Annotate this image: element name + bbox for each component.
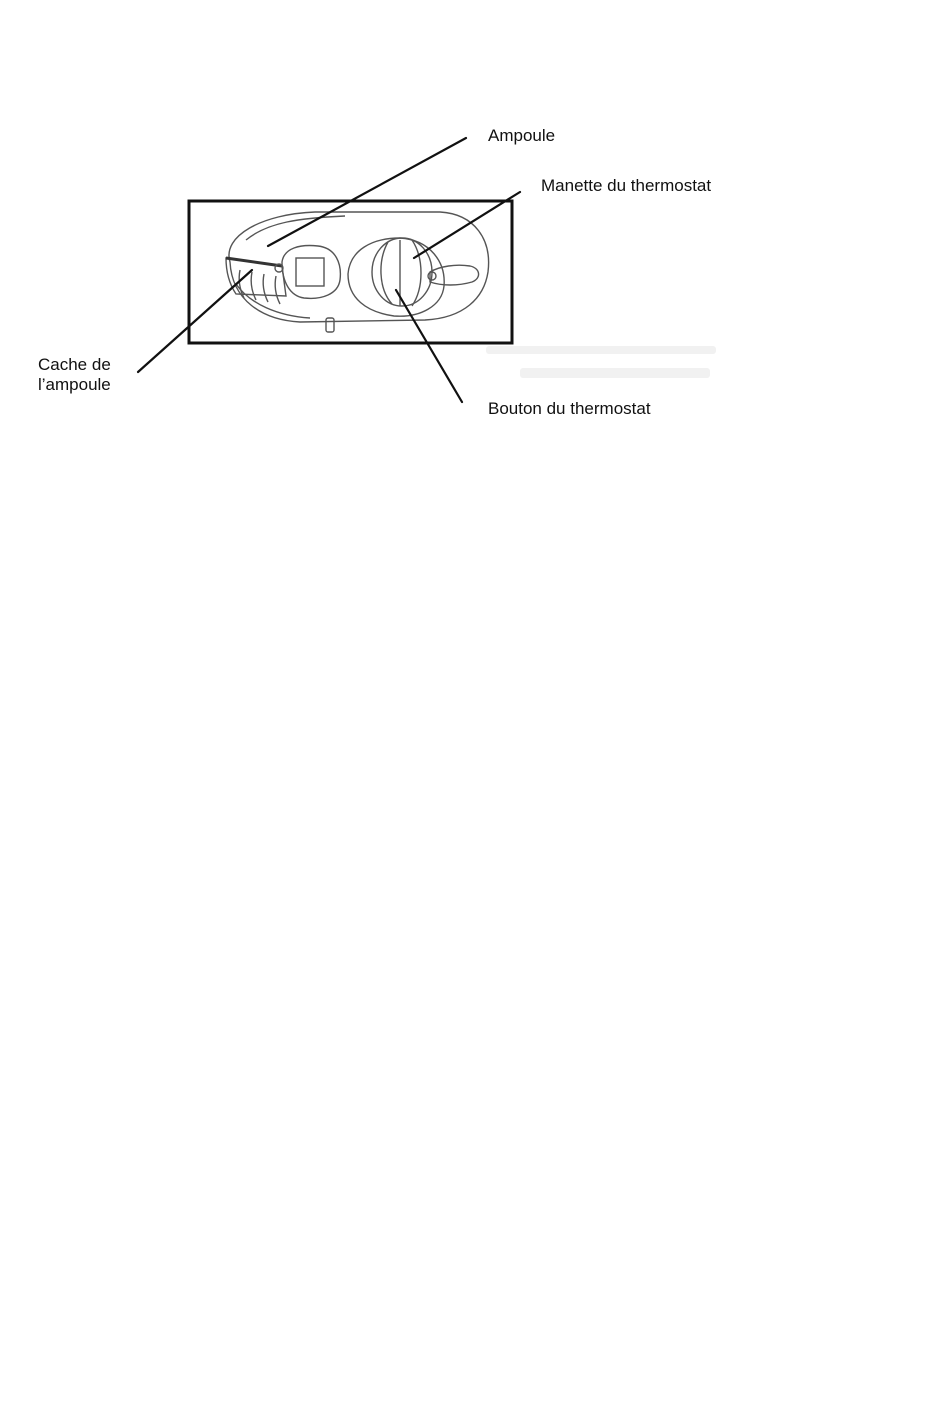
label-manette-thermostat: Manette du thermostat bbox=[541, 176, 711, 196]
label-ampoule: Ampoule bbox=[488, 126, 555, 146]
leader-lines bbox=[138, 138, 520, 402]
thermostat-housing bbox=[229, 212, 489, 322]
bulb-square bbox=[296, 258, 324, 286]
vent-slot bbox=[275, 276, 280, 304]
thermostat-lever bbox=[428, 265, 479, 285]
thermostat-knob bbox=[372, 238, 432, 306]
label-cache-line1: Cache de bbox=[38, 355, 111, 375]
leader-bouton bbox=[396, 290, 462, 402]
vent-slot bbox=[251, 272, 256, 300]
leader-cache bbox=[138, 270, 252, 372]
leader-ampoule bbox=[268, 138, 466, 246]
vent-slot bbox=[263, 274, 268, 302]
label-cache-ampoule: Cache de l’ampoule bbox=[38, 355, 111, 395]
background-smudge bbox=[486, 346, 716, 378]
mounting-stub bbox=[326, 318, 334, 332]
label-cache-line2: l’ampoule bbox=[38, 375, 111, 395]
label-bouton-thermostat: Bouton du thermostat bbox=[488, 399, 651, 419]
